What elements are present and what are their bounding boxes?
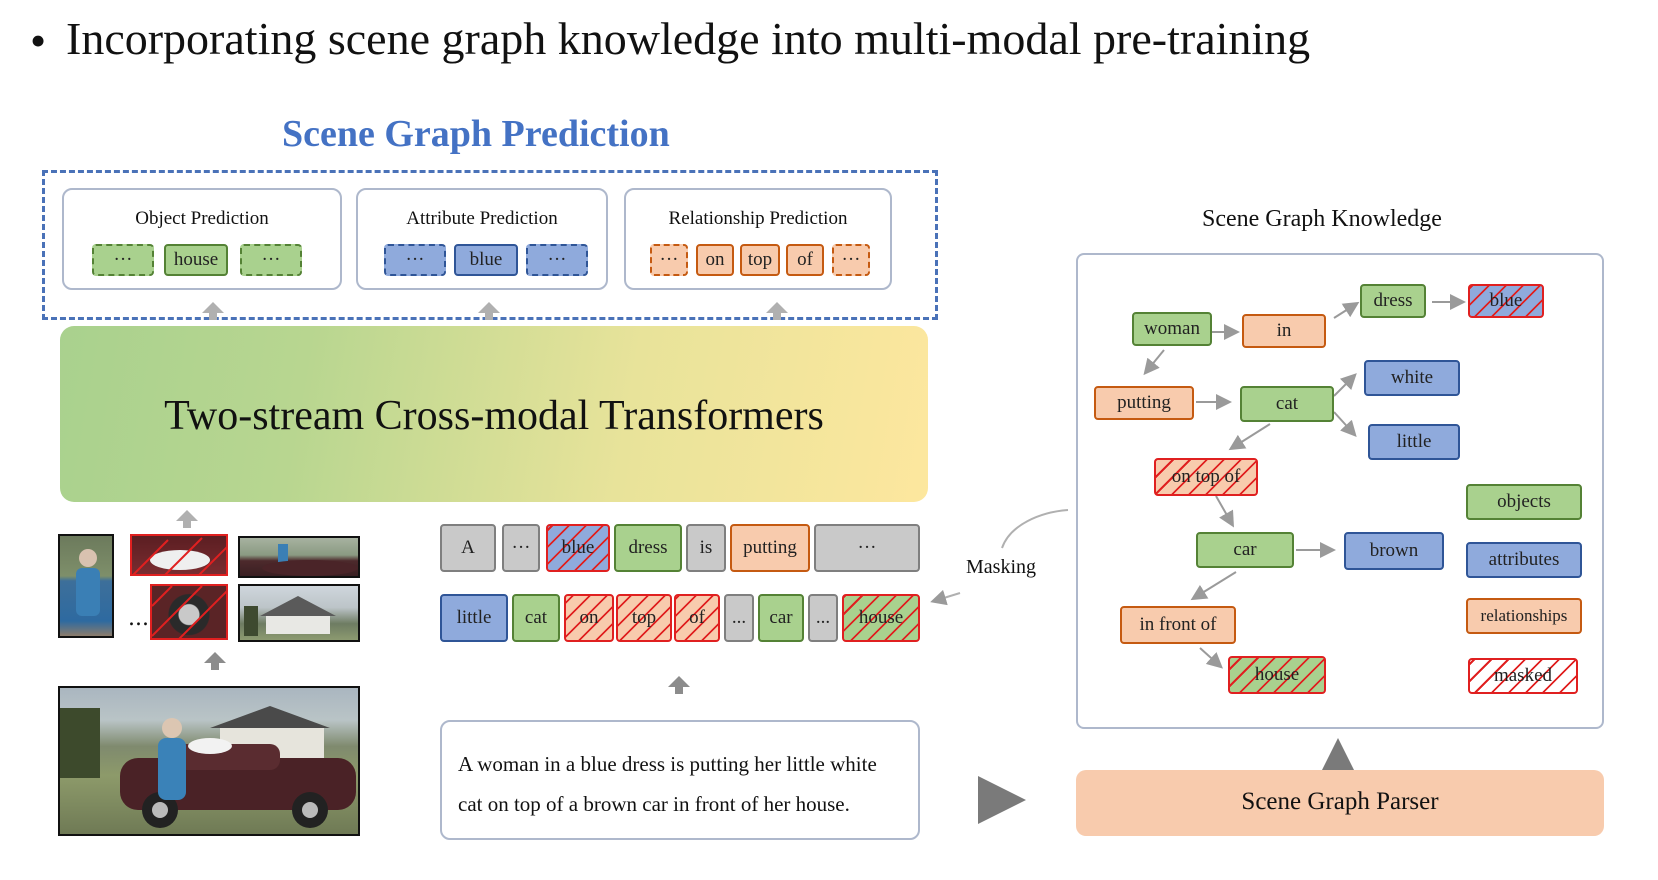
scene-graph-knowledge-title: Scene Graph Knowledge — [1202, 206, 1442, 232]
up-arrow-icon — [668, 676, 690, 694]
region-house-image — [238, 584, 360, 642]
relationship-token-top: top — [740, 244, 780, 276]
legend-masked: masked — [1468, 658, 1578, 694]
graph-node-brown: brown — [1344, 532, 1444, 570]
object-prediction-panel: Object Prediction ··· house ··· — [62, 188, 342, 290]
region-car-image — [238, 536, 360, 578]
object-token-ellipsis-left: ··· — [92, 244, 154, 276]
text-token-of-masked: of — [674, 594, 720, 642]
image-regions-ellipsis: ... — [128, 606, 149, 631]
masking-label: Masking — [966, 556, 1036, 578]
transformer-label: Two-stream Cross-modal Transformers — [164, 393, 824, 439]
text-token-a: A — [440, 524, 496, 572]
cross-modal-transformer-block: Two-stream Cross-modal Transformers — [60, 326, 928, 502]
text-token-little: little — [440, 594, 508, 642]
graph-node-cat: cat — [1240, 386, 1334, 422]
up-arrow-icon — [176, 510, 198, 528]
text-token-blue-masked: blue — [546, 524, 610, 572]
text-token-ellipsis: ··· — [814, 524, 920, 572]
up-arrow-icon — [478, 302, 500, 320]
region-cat-image-masked — [130, 534, 228, 576]
graph-node-white: white — [1364, 360, 1460, 396]
caption-line-2: cat on top of a brown car in front of he… — [458, 792, 850, 816]
text-token-ellipsis: ··· — [502, 524, 540, 572]
object-prediction-title: Object Prediction — [135, 208, 269, 229]
relationship-token-on: on — [696, 244, 734, 276]
slide-title: Incorporating scene graph knowledge into… — [66, 13, 1311, 64]
scene-graph-parser-block: Scene Graph Parser — [1076, 770, 1604, 836]
object-token-ellipsis-right: ··· — [240, 244, 302, 276]
legend-objects: objects — [1466, 484, 1582, 520]
caption-box: A woman in a blue dress is putting her l… — [440, 720, 920, 840]
scene-graph-parser-label: Scene Graph Parser — [1241, 788, 1439, 815]
text-token-cat: cat — [512, 594, 560, 642]
graph-node-woman: woman — [1132, 312, 1212, 346]
graph-node-house-masked: house — [1228, 656, 1326, 694]
text-token-on-masked: on — [564, 594, 614, 642]
text-token-ellipsis: ... — [724, 594, 754, 642]
region-woman-image — [58, 534, 114, 638]
relationship-token-of: of — [786, 244, 824, 276]
text-token-dress: dress — [614, 524, 682, 572]
text-token-ellipsis: ... — [808, 594, 838, 642]
up-arrow-icon — [202, 302, 224, 320]
caption-line-1: A woman in a blue dress is putting her l… — [458, 752, 877, 776]
relationship-prediction-title: Relationship Prediction — [668, 208, 848, 229]
attribute-token-blue: blue — [454, 244, 518, 276]
text-token-house-masked: house — [842, 594, 920, 642]
object-token-house: house — [164, 244, 228, 276]
scene-graph-prediction-title: Scene Graph Prediction — [282, 113, 670, 155]
attribute-prediction-title: Attribute Prediction — [406, 208, 558, 229]
legend-attributes: attributes — [1466, 542, 1582, 578]
input-photo — [58, 686, 360, 836]
text-token-top-masked: top — [616, 594, 672, 642]
graph-node-blue-masked: blue — [1468, 284, 1544, 318]
attribute-token-ellipsis-left: ··· — [384, 244, 446, 276]
graph-node-in-front-of: in front of — [1120, 606, 1236, 644]
graph-node-putting: putting — [1094, 386, 1194, 420]
relationship-token-ellipsis-left: ··· — [650, 244, 688, 276]
graph-node-on-top-of-masked: on top of — [1154, 458, 1258, 496]
relationship-prediction-panel: Relationship Prediction ··· on top of ··… — [624, 188, 892, 290]
attribute-prediction-panel: Attribute Prediction ··· blue ··· — [356, 188, 608, 290]
bullet-point: • — [30, 15, 47, 66]
up-arrow-icon — [766, 302, 788, 320]
legend-relationships: relationships — [1466, 598, 1582, 634]
attribute-token-ellipsis-right: ··· — [526, 244, 588, 276]
text-token-car: car — [758, 594, 804, 642]
graph-node-little: little — [1368, 424, 1460, 460]
up-arrow-icon — [204, 652, 226, 670]
region-wheel-image-masked — [150, 584, 228, 640]
relationship-token-ellipsis-right: ··· — [832, 244, 870, 276]
graph-node-in: in — [1242, 314, 1326, 348]
graph-node-dress: dress — [1360, 284, 1426, 318]
graph-node-car: car — [1196, 532, 1294, 568]
text-token-putting: putting — [730, 524, 810, 572]
scene-graph-knowledge-frame — [1076, 253, 1604, 729]
text-token-is: is — [686, 524, 726, 572]
